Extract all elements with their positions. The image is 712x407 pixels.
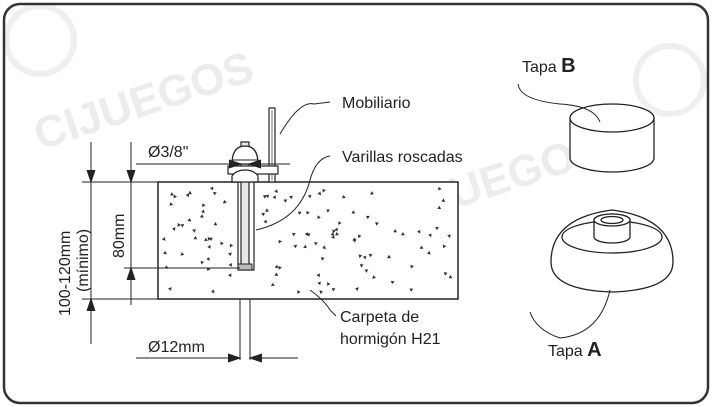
concrete-slab [157,181,459,300]
anchor-rod [237,141,255,360]
watermark-text-1: CIJUEGOS [28,43,259,160]
tapa-a-letter: A [587,339,601,361]
tapa-b-prefix: Tapa [522,59,561,76]
tapa-b-illustration [517,83,655,173]
dimension-hole-diameter [136,353,298,363]
leader-mobiliario [279,101,331,135]
label-tapa-a: Tapa A [548,339,602,361]
leader-carpeta [309,289,337,317]
label-carpeta-line2: hormigón H21 [340,331,441,348]
dimension-depth [124,142,240,305]
label-varillas: Varillas roscadas [342,149,463,166]
dimension-total-height [82,142,160,344]
dimension-rod-diameter [136,159,290,169]
furniture-post [227,107,279,183]
label-depth: 80mm [111,214,128,258]
label-total-height: 100-120mm [57,231,74,316]
label-carpeta-line1: Carpeta de [340,309,419,326]
label-rod-diameter: Ø3/8" [148,144,188,161]
watermark-seal [3,3,77,77]
leader-varillas [255,155,331,231]
label-tapa-b: Tapa B [522,55,576,77]
leader-lines [255,101,337,317]
label-mobiliario: Mobiliario [342,95,411,112]
tapa-a-prefix: Tapa [548,343,587,360]
tapa-b-letter: B [561,55,575,77]
watermark-seal [633,43,707,117]
label-minimo: (mínimo) [75,229,92,292]
tapa-a-illustration [529,209,674,339]
cap-on-rod [231,145,259,183]
label-hole-diameter: Ø12mm [148,339,205,356]
concrete-aggregate [161,186,453,294]
